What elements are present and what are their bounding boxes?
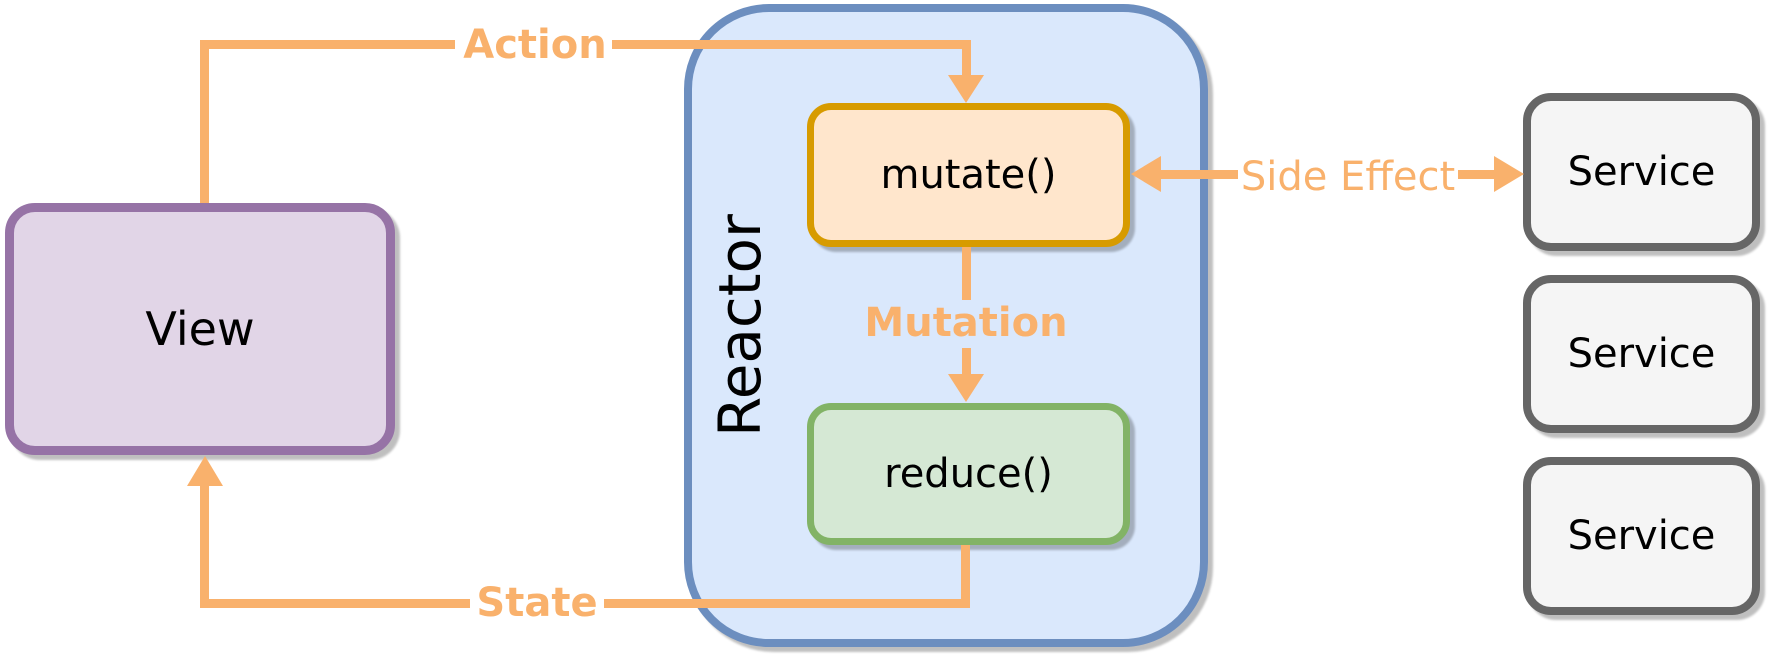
- service-node-2: Service: [1523, 275, 1760, 433]
- state-line-vertical-right: [961, 545, 970, 604]
- action-line-horizontal-left: [200, 40, 455, 49]
- mutation-label: Mutation: [864, 300, 1068, 346]
- service-node-1: Service: [1523, 93, 1760, 251]
- state-label: State: [476, 580, 598, 626]
- reactor-label: Reactor: [706, 214, 774, 437]
- action-arrowhead: [948, 75, 984, 103]
- service-label: Service: [1567, 513, 1716, 559]
- action-label: Action: [463, 22, 607, 68]
- side-effect-arrowhead-right: [1494, 156, 1524, 192]
- mutate-label: mutate(): [880, 152, 1057, 198]
- side-effect-label: Side Effect: [1240, 154, 1456, 200]
- action-line-vertical-right: [962, 40, 971, 75]
- mutate-node: mutate(): [807, 103, 1130, 247]
- state-arrowhead: [187, 456, 223, 486]
- service-label: Service: [1567, 331, 1716, 377]
- side-effect-line-right: [1458, 170, 1494, 179]
- state-line-horizontal-right: [604, 599, 970, 608]
- side-effect-line-left: [1161, 170, 1238, 179]
- view-node: View: [5, 203, 395, 455]
- mutation-line-lower: [962, 348, 971, 374]
- view-label: View: [145, 302, 255, 356]
- reduce-label: reduce(): [884, 451, 1053, 497]
- mutation-arrowhead: [948, 374, 984, 402]
- service-node-3: Service: [1523, 457, 1760, 615]
- state-line-horizontal-left: [200, 599, 470, 608]
- action-line-vertical-left: [200, 40, 209, 203]
- state-line-vertical-left: [200, 486, 209, 608]
- action-line-horizontal-right: [612, 40, 971, 49]
- mutation-line-upper: [962, 247, 971, 300]
- side-effect-arrowhead-left: [1131, 156, 1161, 192]
- service-label: Service: [1567, 149, 1716, 195]
- reduce-node: reduce(): [807, 403, 1130, 545]
